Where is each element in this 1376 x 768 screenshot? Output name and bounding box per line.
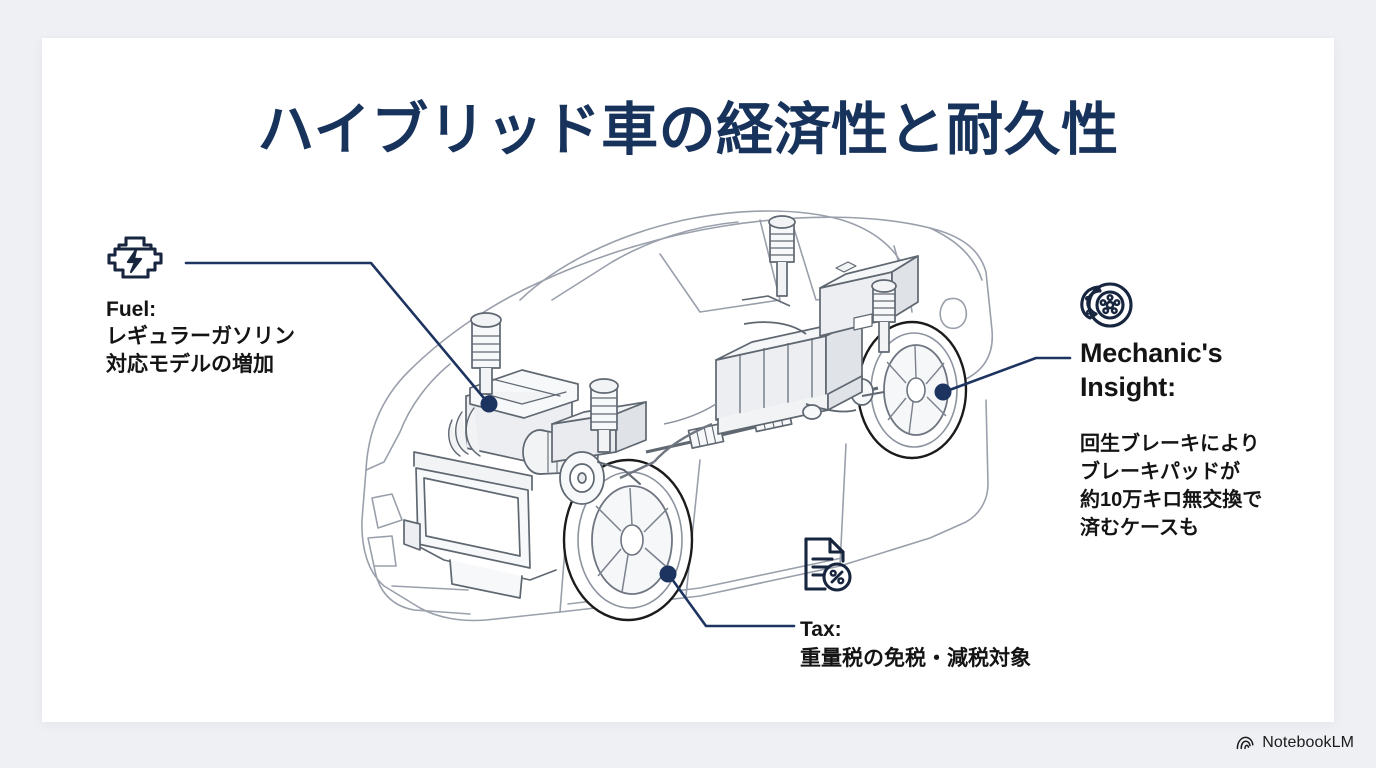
slide-card xyxy=(42,38,1334,722)
notebooklm-arc-icon xyxy=(1236,736,1254,750)
callout-tax: Tax: 重量税の免税・減税対象 xyxy=(800,616,1100,673)
callout-leader-lines xyxy=(184,261,1072,628)
front-wheel xyxy=(562,458,694,622)
engine-bolt-icon xyxy=(104,234,166,282)
callout-anchor-dots xyxy=(480,383,952,583)
leader-line-fuel xyxy=(184,261,490,405)
notebooklm-brand-text: NotebookLM xyxy=(1262,734,1354,751)
brake-disc-icon xyxy=(1076,274,1136,330)
rear-suspension xyxy=(619,215,897,480)
anchor-dot-fuel xyxy=(480,395,498,413)
notebooklm-branding: NotebookLM xyxy=(1236,734,1354,752)
callout-mechanic-body: 回生ブレーキにより ブレーキパッドが 約10万キロ無交換で 済むケースも xyxy=(1080,430,1320,542)
callout-mechanic-line-3: 約10万キロ無交換で xyxy=(1080,489,1263,511)
callout-mechanic: Mechanic's Insight: 回生ブレーキにより ブレーキパッドが 約… xyxy=(1080,336,1320,542)
page-title: ハイブリッド車の経済性と耐久性 xyxy=(257,98,1119,162)
leader-line-tax xyxy=(667,573,796,628)
rear-wheel xyxy=(856,320,968,460)
callout-fuel-line-1: レギュラーガソリン xyxy=(106,325,295,348)
callout-tax-line-1: 重量税の免税・減税対象 xyxy=(800,647,1031,670)
anchor-dot-mechanic xyxy=(934,383,952,401)
callout-fuel-line-2: 対応モデルの増加 xyxy=(106,353,274,376)
leader-line-mechanic xyxy=(942,356,1072,394)
callout-tax-heading: Tax: xyxy=(800,618,842,641)
callout-mechanic-line-2: ブレーキパッドが xyxy=(1080,461,1240,483)
callout-mechanic-line-4: 済むケースも xyxy=(1080,517,1199,539)
callout-mechanic-heading-line-2: Insight: xyxy=(1080,372,1176,402)
callout-fuel-heading: Fuel: xyxy=(106,298,157,321)
battery-pack xyxy=(715,317,863,435)
anchor-dot-tax xyxy=(659,565,677,583)
callout-fuel: Fuel: レギュラーガソリン 対応モデルの増加 xyxy=(106,296,356,379)
callout-mechanic-heading-line-1: Mechanic's xyxy=(1080,338,1223,368)
document-percent-icon xyxy=(799,534,853,596)
engine-assembly xyxy=(403,312,647,599)
callout-mechanic-line-1: 回生ブレーキにより xyxy=(1080,433,1260,455)
